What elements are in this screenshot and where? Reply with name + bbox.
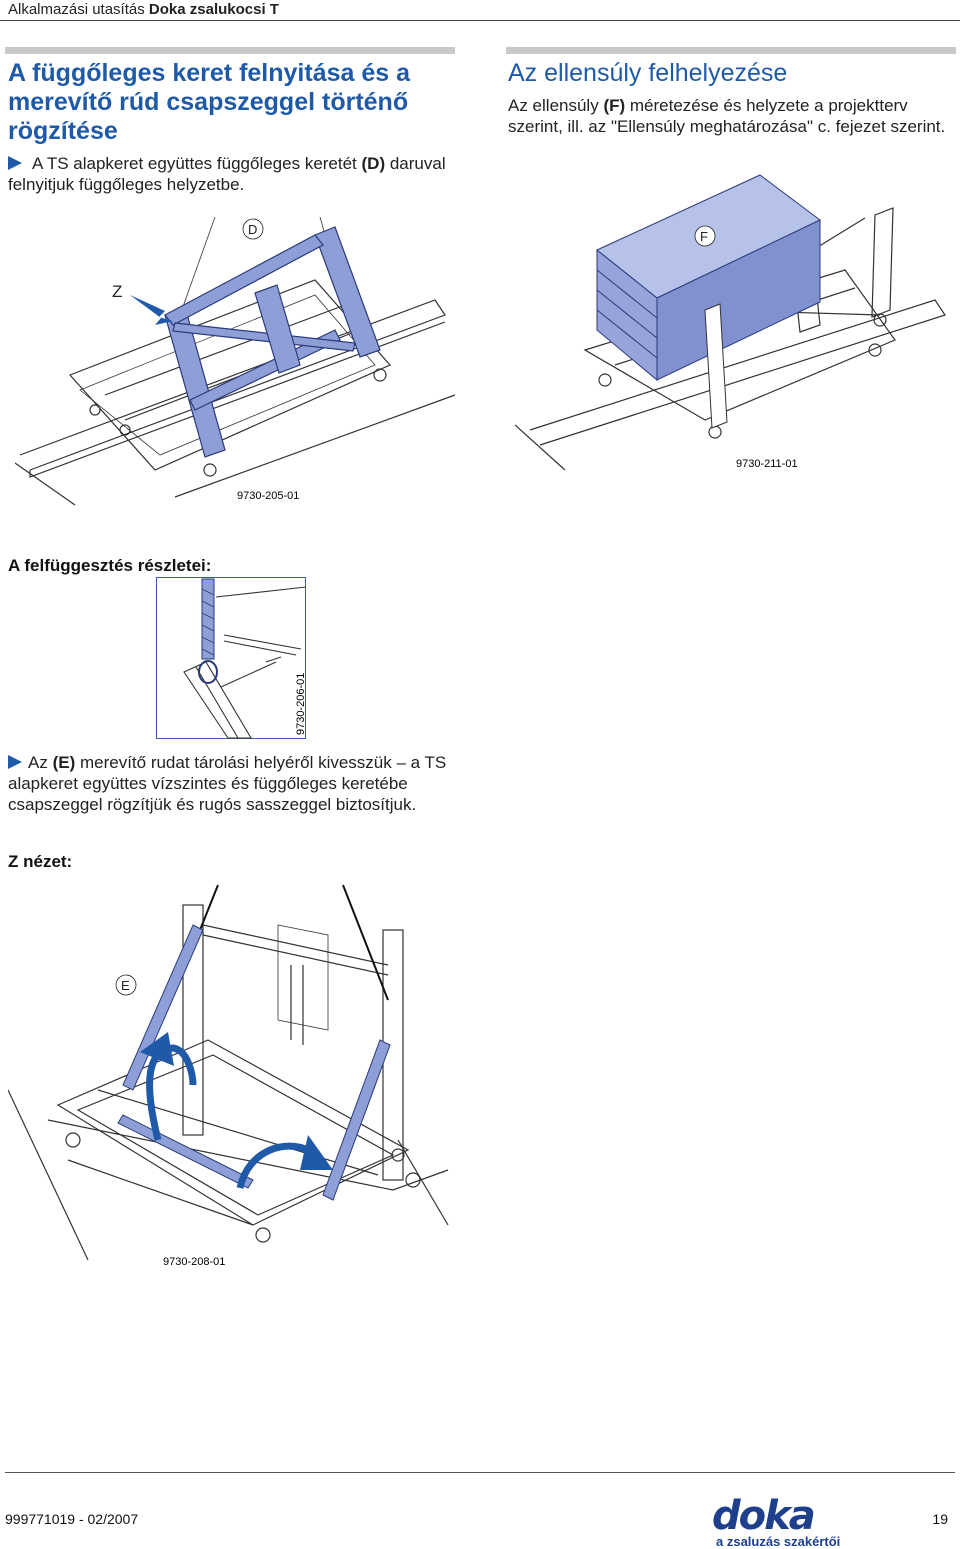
figure-code-4: 9730-208-01 (163, 1256, 225, 1268)
figure-lifting-frame: Z D 9730-205-01 (15, 216, 456, 506)
rotate-arrow-icon (140, 1032, 174, 1066)
bullet-arrow-icon (8, 755, 22, 769)
z-view-heading: Z nézet: (8, 852, 73, 871)
callout-e: E (121, 978, 130, 993)
document-code: 999771019 - 02/2007 (5, 1511, 139, 1527)
logo-tagline: a zsaluzás szakértői (716, 1534, 841, 1549)
section-title-left: A függőleges keret felnyitása és a merev… (8, 59, 411, 145)
doka-logo: doka a zsaluzás szakértői (712, 1496, 840, 1549)
figure-counterweight: F 9730-211-01 (515, 174, 946, 471)
footer-rule (5, 1472, 955, 1473)
page-header: Alkalmazási utasítás Doka zsalukocsi T (0, 0, 960, 22)
detail-heading: A felfüggesztés részletei: (8, 556, 212, 575)
view-arrow-icon (130, 295, 173, 325)
callout-f: F (700, 229, 708, 244)
rotate-arrow-icon (300, 1135, 333, 1170)
logo-word: doka (712, 1493, 816, 1539)
step-1-text: A TS alapkeret együttes függőleges keret… (8, 154, 446, 194)
bullet-arrow-icon (8, 156, 22, 170)
counterweight-paragraph: Az ellensúly (F) méretezése és helyzete … (508, 96, 946, 136)
figure-code-1: 9730-205-01 (237, 490, 299, 502)
section-bar-left (5, 47, 455, 54)
callout-f-circle (694, 225, 716, 247)
callout-e-circle (115, 974, 137, 996)
callout-z: Z (112, 282, 122, 301)
figure-z-view: E 9730-208-01 (8, 884, 449, 1268)
figure-suspension-detail: 9730-206-01 (156, 577, 306, 739)
page-number: 19 (932, 1511, 948, 1527)
callout-d-circle (242, 218, 264, 240)
section-bar-right (506, 47, 956, 54)
step-2-text: Az (E) merevítő rudat tárolási helyéről … (8, 753, 447, 814)
section-title-right: Az ellensúly felhelyezése (508, 59, 788, 87)
callout-d: D (248, 222, 257, 237)
header-text: Alkalmazási utasítás Doka zsalukocsi T (8, 1, 279, 18)
figure-code-3: 9730-206-01 (295, 673, 306, 735)
header-rule (0, 20, 960, 21)
figure-code-2: 9730-211-01 (736, 458, 798, 470)
